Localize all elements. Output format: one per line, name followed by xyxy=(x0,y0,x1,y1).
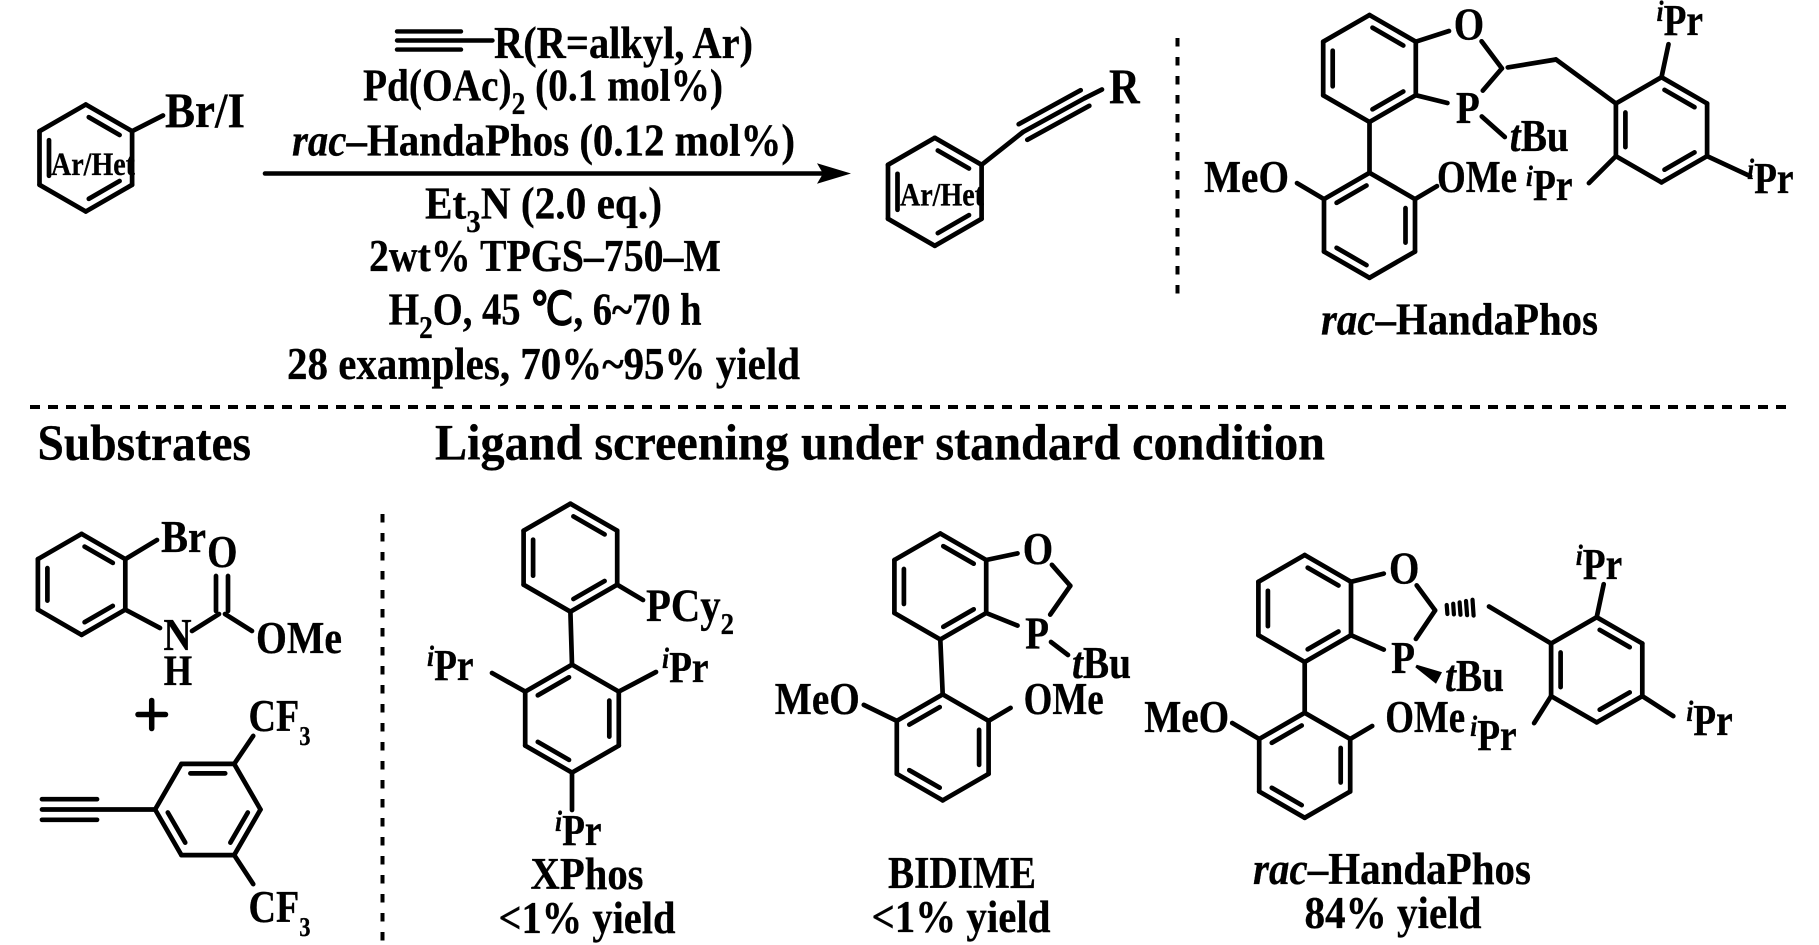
svg-text:O: O xyxy=(1023,523,1053,574)
svg-text:i: i xyxy=(1686,695,1694,728)
svg-text:PCy: PCy xyxy=(646,580,721,632)
svg-text:Ar/Het: Ar/Het xyxy=(900,178,984,214)
svg-text:N (2.0 eq.): N (2.0 eq.) xyxy=(481,178,662,229)
svg-text:O, 45 ℃, 6~70 h: O, 45 ℃, 6~70 h xyxy=(433,284,702,335)
svg-text:OMe: OMe xyxy=(256,612,342,663)
svg-text:Br: Br xyxy=(161,511,206,562)
svg-text:<1% yield: <1% yield xyxy=(872,892,1051,942)
svg-text:MeO: MeO xyxy=(1204,151,1289,202)
svg-text:i: i xyxy=(1576,539,1584,572)
svg-text:Pd(OAc): Pd(OAc) xyxy=(363,60,512,111)
svg-text:Bu: Bu xyxy=(1456,651,1504,701)
svg-text:CF: CF xyxy=(249,690,300,741)
svg-text:R(R=alkyl, Ar): R(R=alkyl, Ar) xyxy=(494,17,753,68)
svg-text:R: R xyxy=(1109,58,1140,114)
svg-text:O: O xyxy=(1389,543,1419,594)
svg-text:i: i xyxy=(662,642,670,675)
svg-text:Pr: Pr xyxy=(1533,161,1572,210)
svg-text:rac: rac xyxy=(1321,295,1376,345)
svg-text:Pr: Pr xyxy=(562,806,601,855)
svg-text:Pr: Pr xyxy=(1754,154,1793,203)
svg-text:Pr: Pr xyxy=(669,643,708,692)
svg-text:3: 3 xyxy=(466,203,480,239)
svg-text:2: 2 xyxy=(512,85,526,121)
svg-text:t: t xyxy=(1072,638,1084,688)
svg-text:Bu: Bu xyxy=(1083,638,1131,688)
svg-text:CF: CF xyxy=(249,881,300,932)
svg-text:3: 3 xyxy=(299,912,310,942)
svg-text:O: O xyxy=(207,526,237,577)
svg-text:Pr: Pr xyxy=(1583,540,1622,589)
svg-text:OMe: OMe xyxy=(1437,151,1517,202)
svg-text:OMe: OMe xyxy=(1385,691,1465,742)
svg-text:84% yield: 84% yield xyxy=(1305,888,1482,938)
svg-text:Bu: Bu xyxy=(1521,111,1569,161)
svg-text:i: i xyxy=(1470,710,1478,743)
svg-text:t: t xyxy=(1445,651,1457,701)
svg-text:Et: Et xyxy=(425,178,467,229)
svg-text:H: H xyxy=(164,648,192,695)
svg-text:2: 2 xyxy=(419,309,433,345)
svg-text:rac: rac xyxy=(292,115,347,166)
svg-text:H: H xyxy=(389,284,420,335)
svg-text:t: t xyxy=(1510,111,1522,161)
svg-text:P: P xyxy=(1456,82,1480,133)
svg-text:(0.1 mol%): (0.1 mol%) xyxy=(525,60,723,111)
svg-text:Pr: Pr xyxy=(434,641,473,690)
svg-text:MeO: MeO xyxy=(1144,691,1229,742)
svg-text:rac: rac xyxy=(1253,844,1308,894)
svg-text:XPhos: XPhos xyxy=(531,849,644,899)
svg-text:i: i xyxy=(427,640,435,673)
svg-text:<1% yield: <1% yield xyxy=(499,893,676,943)
svg-text:OMe: OMe xyxy=(1024,673,1104,724)
svg-text:BIDIME: BIDIME xyxy=(888,848,1036,898)
svg-text:–HandaPhos: –HandaPhos xyxy=(1307,844,1531,894)
svg-text:2wt% TPGS–750–M: 2wt% TPGS–750–M xyxy=(369,230,721,281)
svg-text:Ar/Het: Ar/Het xyxy=(51,147,135,183)
svg-text:P: P xyxy=(1391,632,1415,683)
svg-text:3: 3 xyxy=(299,721,310,751)
svg-text:i: i xyxy=(555,805,563,838)
svg-text:–HandaPhos (0.12 mol%): –HandaPhos (0.12 mol%) xyxy=(346,115,795,166)
svg-text:Br/I: Br/I xyxy=(165,82,245,138)
svg-text:–HandaPhos: –HandaPhos xyxy=(1375,295,1598,345)
svg-text:N: N xyxy=(163,609,191,660)
svg-text:O: O xyxy=(1454,0,1484,50)
svg-text:P: P xyxy=(1025,608,1049,659)
svg-text:MeO: MeO xyxy=(775,673,860,724)
svg-text:i: i xyxy=(1747,153,1755,186)
svg-text:Ligand screening under standar: Ligand screening under standard conditio… xyxy=(435,416,1325,472)
svg-text:Substrates: Substrates xyxy=(38,416,252,472)
svg-text:28 examples, 70%~95% yield: 28 examples, 70%~95% yield xyxy=(287,338,800,389)
svg-text:Pr: Pr xyxy=(1664,0,1703,45)
svg-text:i: i xyxy=(1657,0,1665,28)
svg-text:2: 2 xyxy=(721,606,734,641)
svg-text:Pr: Pr xyxy=(1477,711,1516,760)
svg-text:i: i xyxy=(1526,160,1534,193)
svg-text:Pr: Pr xyxy=(1693,696,1732,745)
